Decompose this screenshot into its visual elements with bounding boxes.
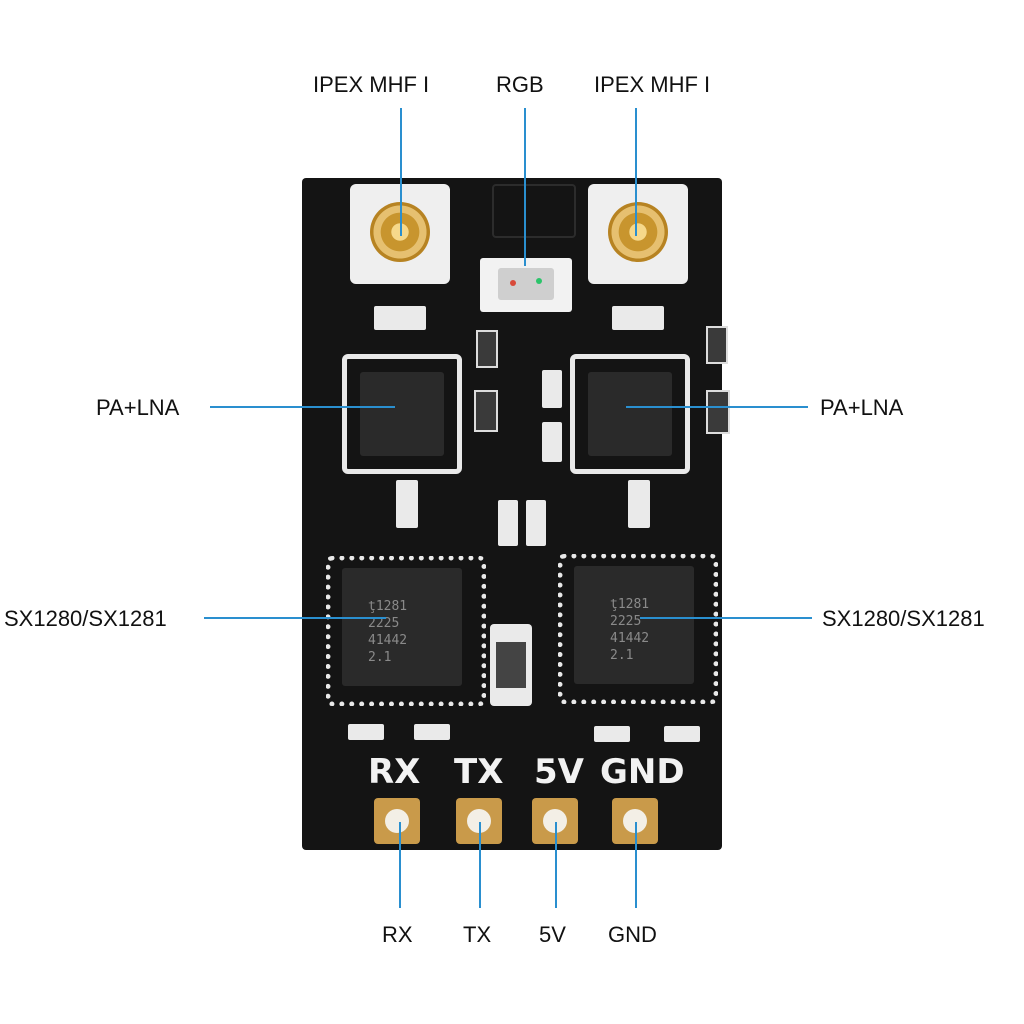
smd-capacitor [474, 390, 498, 432]
ipex-left-label: IPEX MHF I [313, 72, 430, 97]
smd-capacitor [526, 500, 546, 546]
smd-resistor [594, 726, 630, 742]
silk-5v: 5V [534, 752, 584, 792]
leader-tx [479, 822, 481, 908]
inductor [490, 624, 532, 706]
ipex-connector-right [588, 184, 688, 284]
smd-resistor [348, 724, 384, 740]
sx-left-label: SX1280/SX1281 [4, 606, 167, 631]
sx1280-chip-right [558, 554, 718, 704]
tx-label: TX [463, 922, 492, 947]
rx-pad [374, 798, 420, 844]
sx-right-label: SX1280/SX1281 [822, 606, 985, 631]
smd-capacitor [706, 326, 728, 364]
chip-marking-left: ţ1281 2225 41442 2.1 [368, 599, 408, 665]
smd-capacitor [542, 370, 562, 408]
rx-label: RX [382, 922, 413, 947]
pa-lna-chip-left [342, 354, 462, 474]
5v-pad [532, 798, 578, 844]
gnd-label: GND [608, 922, 657, 947]
leader-pa-lna-left [210, 406, 395, 408]
smd-capacitor [476, 330, 498, 368]
smd-capacitor [542, 422, 562, 462]
leader-gnd [635, 822, 637, 908]
smd-resistor [396, 480, 418, 528]
ipex-right-label: IPEX MHF I [594, 72, 711, 97]
pa-lna-left-label: PA+LNA [96, 395, 180, 420]
silk-rx: RX [368, 752, 421, 792]
smd-resistor [664, 726, 700, 742]
5v-label: 5V [539, 922, 566, 947]
pa-lna-right-label: PA+LNA [820, 395, 904, 420]
sx1280-chip-left [326, 556, 486, 706]
smd-resistor [612, 306, 664, 330]
silk-tx: TX [454, 752, 504, 792]
chip-marking-right: ţ1281 2225 41442 2.1 [610, 597, 650, 663]
leader-ipex-left [400, 108, 402, 236]
smd-capacitor [498, 500, 518, 546]
leader-sx-right [640, 617, 812, 619]
smd-capacitor [706, 390, 730, 434]
leader-ipex-right [635, 108, 637, 236]
leader-5v [555, 822, 557, 908]
rgb-label: RGB [496, 72, 544, 97]
pcb-board: ţ1281 2225 41442 2.1 ţ1281 2225 41442 2.… [302, 178, 730, 850]
leader-rx [399, 822, 401, 908]
leader-rgb [524, 108, 526, 266]
leader-pa-lna-right [626, 406, 808, 408]
smd-resistor [628, 480, 650, 528]
smd-resistor [374, 306, 426, 330]
leader-sx-left [204, 617, 386, 619]
silk-gnd: GND [600, 752, 685, 792]
rgb-led [480, 258, 572, 312]
pa-lna-chip-right [570, 354, 690, 474]
smd-resistor [414, 724, 450, 740]
